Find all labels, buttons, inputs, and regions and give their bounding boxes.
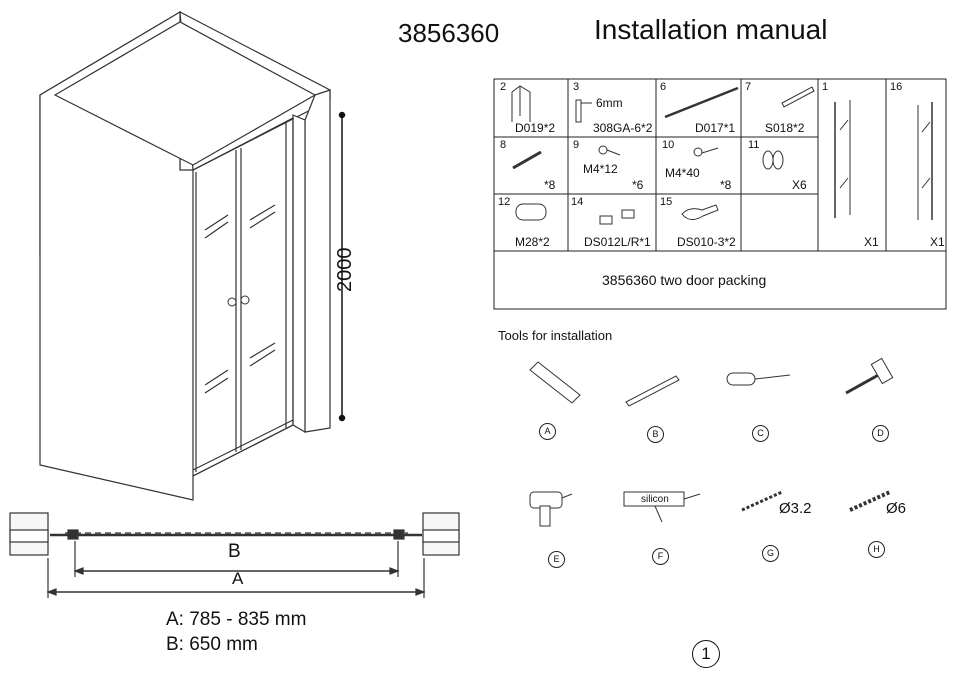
part-label: X1 xyxy=(864,235,879,249)
part-note: 6mm xyxy=(596,96,623,110)
height-label-box: 2000 xyxy=(330,240,358,310)
part-label: 308GA-6*2 xyxy=(593,121,653,135)
silicon-text: silicon xyxy=(641,494,669,505)
part-num: 8 xyxy=(500,139,507,151)
part-num: 10 xyxy=(662,139,675,151)
packing-label: 3856360 two door packing xyxy=(602,272,767,288)
part-label: X1 xyxy=(930,235,945,249)
tool-bit-large xyxy=(849,490,891,512)
door-handles xyxy=(227,295,250,307)
page-number: 1 xyxy=(692,640,720,668)
part-note: M4*12 xyxy=(583,162,618,176)
tool-letter: E xyxy=(548,551,565,568)
bit-size-large: Ø6 xyxy=(886,500,907,517)
tool-level xyxy=(529,361,581,404)
tool-hammer xyxy=(845,357,894,395)
part-note: M4*40 xyxy=(665,166,700,180)
dimension-a-label: A xyxy=(232,569,244,588)
tools-title: Tools for installation xyxy=(498,328,613,343)
part-num: 9 xyxy=(573,139,580,151)
tool-letter: H xyxy=(868,541,885,558)
part-num: 6 xyxy=(660,81,667,93)
part-label: M28*2 xyxy=(515,235,550,249)
height-label: 2000 xyxy=(334,247,356,293)
tool-letter: A xyxy=(539,423,556,440)
part-num: 7 xyxy=(745,81,752,93)
tool-pencil xyxy=(625,375,680,407)
parts-table xyxy=(493,78,947,310)
part-num: 15 xyxy=(660,196,673,208)
part-label: D019*2 xyxy=(515,121,556,135)
part-num: 11 xyxy=(748,139,760,151)
bit-size-small: Ø3.2 xyxy=(779,500,812,517)
page-title: Installation manual xyxy=(594,14,828,45)
part-label: S018*2 xyxy=(765,121,805,135)
part-label: DS010-3*2 xyxy=(677,235,736,249)
tool-letter: B xyxy=(647,426,664,443)
part-num: 2 xyxy=(500,81,507,93)
product-code: 3856360 xyxy=(398,18,500,48)
part-num: 14 xyxy=(571,196,584,208)
dimension-a-text: A: 785 - 835 mm xyxy=(166,609,307,630)
height-dimension xyxy=(338,111,346,422)
part-label: X6 xyxy=(792,178,807,192)
part-sketches xyxy=(511,85,933,225)
tool-silicone-gun xyxy=(623,491,701,523)
tool-letter: G xyxy=(762,545,779,562)
dimension-b-text: B: 650 mm xyxy=(166,634,258,655)
part-label: DS012L/R*1 xyxy=(584,235,651,249)
part-label: D017*1 xyxy=(695,121,736,135)
plan-view xyxy=(9,512,460,598)
part-label: *8 xyxy=(544,178,556,192)
part-label: *6 xyxy=(632,178,644,192)
tool-drill xyxy=(529,491,573,527)
dimension-b-label: B xyxy=(228,541,241,562)
tool-letter: C xyxy=(752,425,769,442)
tool-screwdriver xyxy=(726,372,791,386)
part-num: 12 xyxy=(498,196,511,208)
part-label: *8 xyxy=(720,178,732,192)
wall-left xyxy=(39,10,331,501)
tool-letter: F xyxy=(652,548,669,565)
part-num: 16 xyxy=(890,81,903,93)
tool-letter: D xyxy=(872,425,889,442)
tool-bit-small xyxy=(741,490,783,512)
part-num: 3 xyxy=(573,81,580,93)
part-num: 1 xyxy=(822,81,829,93)
